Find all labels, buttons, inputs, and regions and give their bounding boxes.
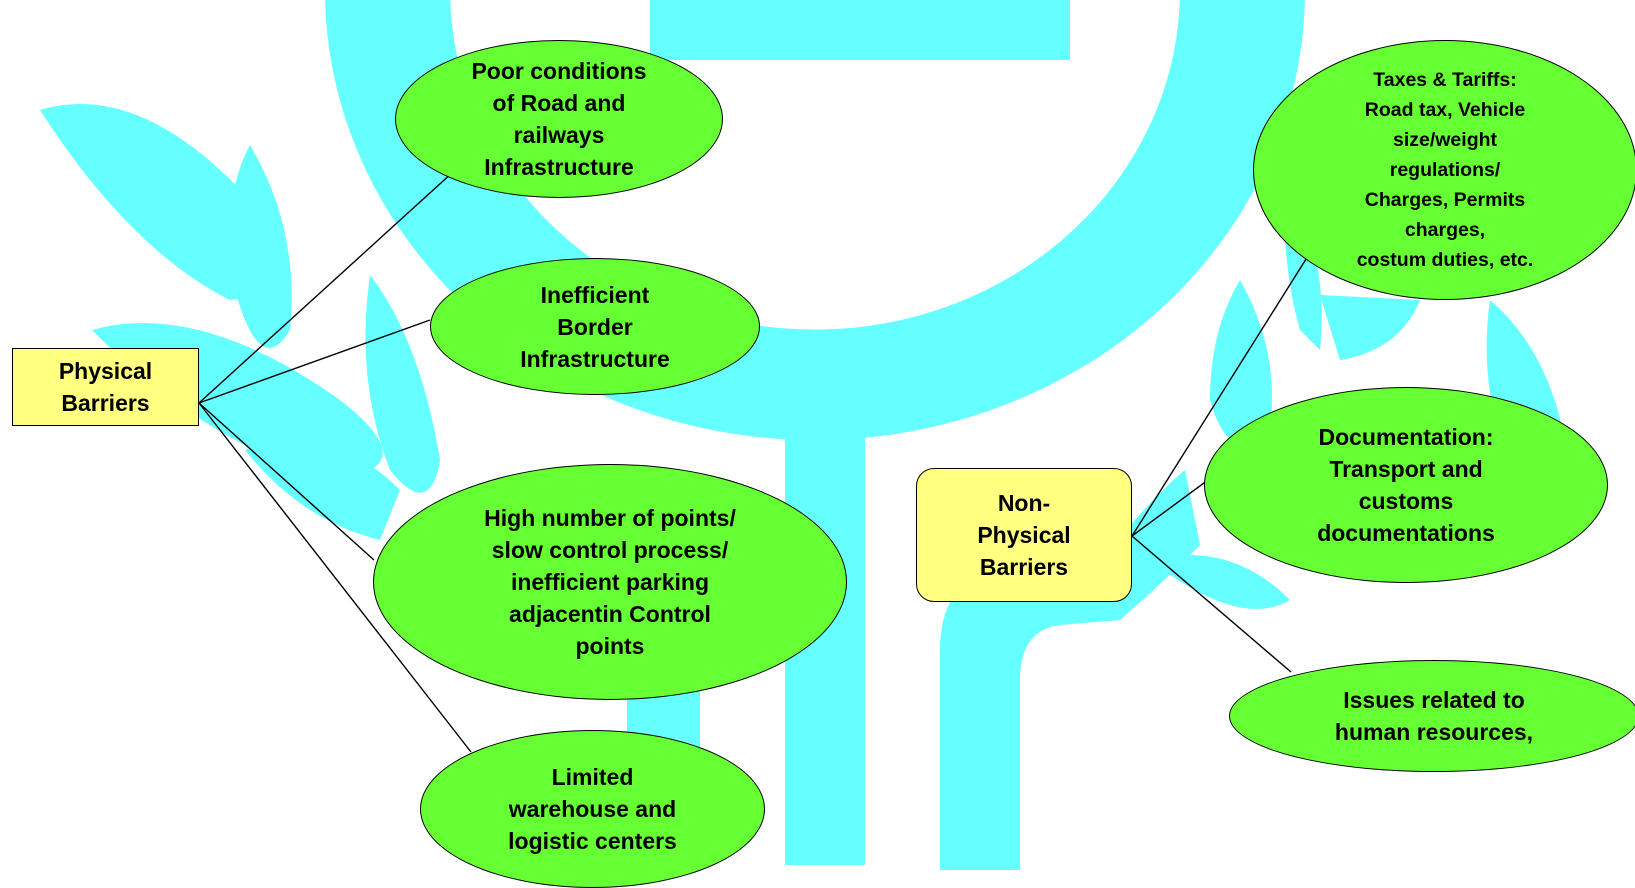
watermark-leaf xyxy=(1150,555,1290,609)
warehouse-logistic-text: Limited warehouse and logistic centers xyxy=(508,764,677,854)
connector-physical-roads xyxy=(198,171,454,404)
watermark-leaf xyxy=(245,441,400,540)
watermark-leaf xyxy=(365,275,440,493)
non-physical-barriers-box: Non- Physical Barriers xyxy=(916,468,1132,602)
human-resources-text: Issues related to human resources, xyxy=(1334,687,1534,745)
watermark-leaf xyxy=(1320,295,1420,360)
human-resources-ellipse: Issues related to human resources, xyxy=(1229,660,1635,772)
control-points-text: High number of points/ slow control proc… xyxy=(484,505,736,659)
taxes-tariffs-ellipse: Taxes & Tariffs: Road tax, Vehicle size/… xyxy=(1253,40,1635,300)
documentation-text: Documentation: Transport and customs doc… xyxy=(1317,424,1495,546)
road-railway-infrastructure-ellipse: Poor conditions of Road and railways Inf… xyxy=(395,40,723,198)
watermark-branch xyxy=(940,548,1120,870)
non-physical-barriers-label: Non- Physical Barriers xyxy=(977,490,1071,580)
watermark-leaf xyxy=(40,104,286,300)
road-railway-infrastructure-text: Poor conditions of Road and railways Inf… xyxy=(471,58,647,180)
control-points-ellipse: High number of points/ slow control proc… xyxy=(373,464,847,700)
connector-physical-warehouse xyxy=(198,402,472,753)
taxes-tariffs-text: Taxes & Tariffs: Road tax, Vehicle size/… xyxy=(1356,69,1534,271)
watermark-branch xyxy=(1110,470,1200,620)
physical-barriers-box: Physical Barriers xyxy=(12,348,199,426)
border-infrastructure-text: Inefficient Border Infrastructure xyxy=(520,281,670,372)
border-infrastructure-ellipse: Inefficient Border Infrastructure xyxy=(430,258,760,395)
watermark-leaf xyxy=(230,145,292,348)
connector-physical-border xyxy=(198,319,431,404)
physical-barriers-label: Physical Barriers xyxy=(58,358,153,416)
watermark-inner-bar xyxy=(650,0,1070,60)
connector-nonphysical-human xyxy=(1131,535,1292,673)
warehouse-logistic-ellipse: Limited warehouse and logistic centers xyxy=(420,730,765,888)
connector-physical-control xyxy=(198,402,375,561)
connector-nonphysical-taxes xyxy=(1131,255,1309,537)
connector-nonphysical-docs xyxy=(1131,479,1209,537)
documentation-ellipse: Documentation: Transport and customs doc… xyxy=(1204,387,1608,583)
